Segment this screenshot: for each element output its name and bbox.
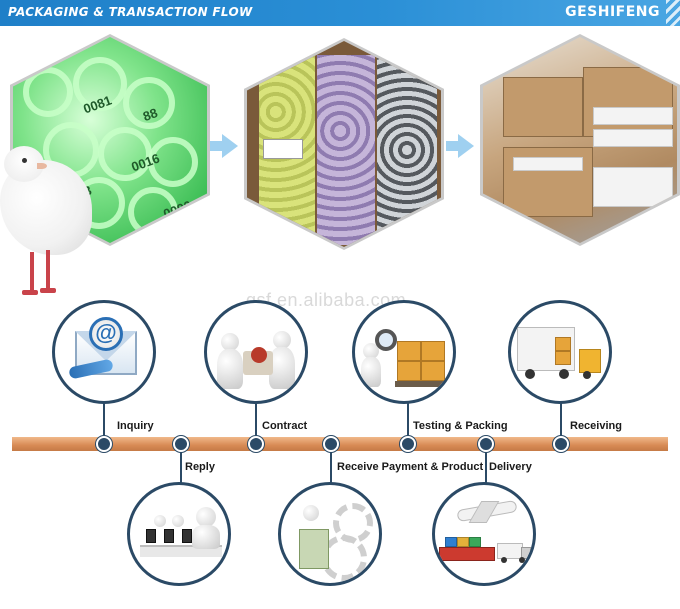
receiving-circle [508, 300, 612, 404]
connector-line [180, 448, 182, 484]
inquiry-circle: @ [52, 300, 156, 404]
step-label-receiving: Receiving [570, 420, 622, 432]
timeline-node-receiving [553, 436, 569, 452]
banner-title: PACKAGING & TRANSACTION FLOW [8, 5, 253, 19]
brand-name: GESHIFENG [565, 4, 660, 20]
connector-line [103, 398, 105, 440]
connector-line [330, 448, 332, 484]
step-label-testing: Testing & Packing [413, 420, 508, 432]
connector-line [255, 398, 257, 440]
reply-circle [127, 482, 231, 586]
connector-line [407, 398, 409, 440]
photo-packed-boxes [244, 38, 444, 250]
timeline-node-inquiry [96, 436, 112, 452]
timeline-node-delivery [478, 436, 494, 452]
timeline-node-reply [173, 436, 189, 452]
photo-green-rings: 0081 0016 0093 88 0090 [10, 34, 210, 246]
timeline-node-payment [323, 436, 339, 452]
banner-stripe [666, 0, 680, 26]
step-label-inquiry: Inquiry [117, 420, 154, 432]
step-label-reply: Reply [185, 461, 215, 473]
timeline-node-contract [248, 436, 264, 452]
timeline-node-testing [400, 436, 416, 452]
header-banner: PACKAGING & TRANSACTION FLOW GESHIFENG [0, 0, 680, 26]
payment-circle [278, 482, 382, 586]
watermark-text: gsf.en.alibaba.com [246, 290, 407, 310]
step-label-delivery: Delivery [489, 461, 532, 473]
step-label-payment: Receive Payment & Product [337, 461, 484, 473]
delivery-circle [432, 482, 536, 586]
contract-circle [204, 300, 308, 404]
connector-line [560, 398, 562, 440]
connector-line [485, 448, 487, 484]
photo-shipping-cartons [480, 34, 680, 246]
testing-circle [352, 300, 456, 404]
step-label-contract: Contract [262, 420, 308, 432]
